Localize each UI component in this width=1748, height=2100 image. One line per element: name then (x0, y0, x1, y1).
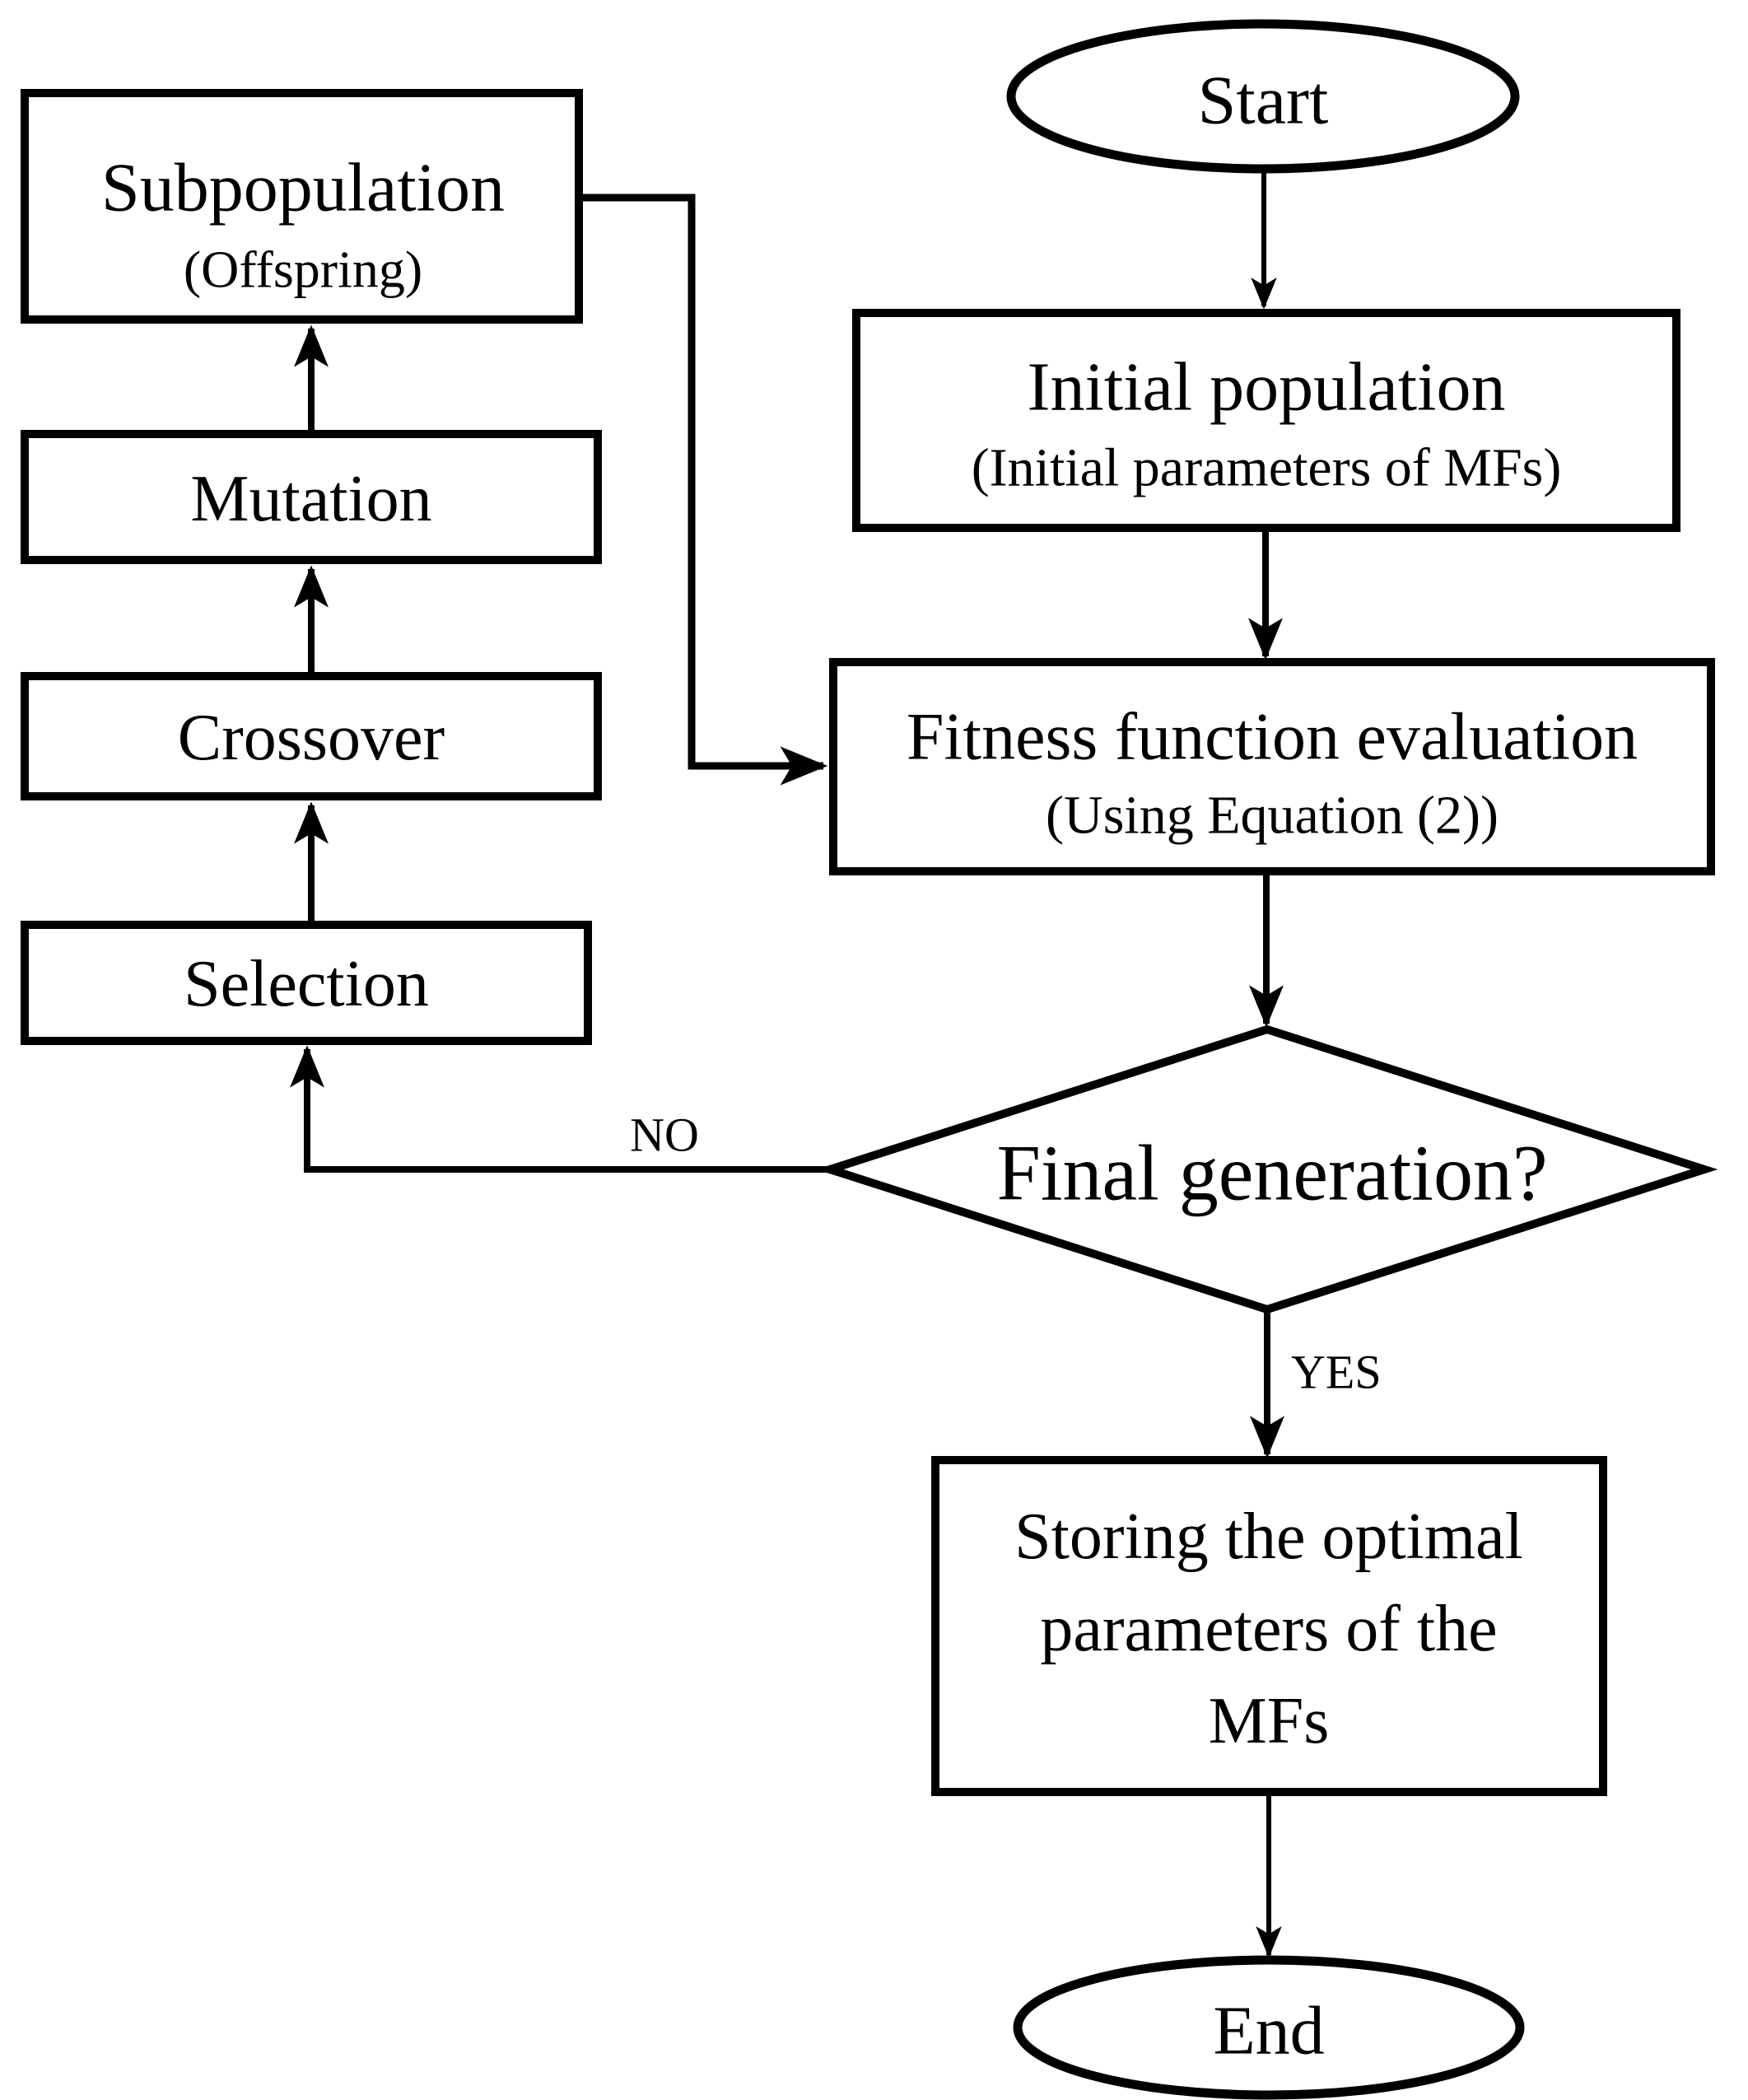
subpopulation-box (21, 89, 583, 324)
storing-line-3: MFs (1209, 1685, 1330, 1757)
node-mutation: Mutation (21, 430, 602, 564)
start-ellipse (1006, 19, 1520, 174)
node-final-generation-decision: Final generation? (816, 1024, 1718, 1314)
decision-diamond (816, 1024, 1718, 1314)
end-ellipse (1013, 1955, 1525, 2100)
mutation-label: Mutation (190, 463, 431, 535)
edge-subpopulation-to-fitness (579, 194, 828, 786)
node-selection: Selection (21, 921, 592, 1045)
end-label: End (1213, 1993, 1324, 2070)
selection-label: Selection (184, 948, 429, 1020)
edge-decision-no-to-selection (290, 1045, 830, 1173)
initial-population-box (852, 309, 1680, 532)
initial-population-title: Initial population (1028, 349, 1506, 426)
initial-population-subtitle: (Initial parameters of MFs) (972, 438, 1562, 498)
crossover-label: Crossover (178, 702, 445, 774)
edge-label-yes: YES (1291, 1346, 1382, 1399)
node-storing-optimal: Storing the optimal parameters of the MF… (931, 1456, 1607, 1796)
start-label: Start (1198, 63, 1329, 139)
node-subpopulation: Subpopulation (Offspring) (21, 89, 583, 324)
fitness-evaluation-title: Fitness function evaluation (907, 699, 1638, 774)
node-fitness-evaluation: Fitness function evaluation (Using Equat… (829, 658, 1715, 875)
node-initial-population: Initial population (Initial parameters o… (852, 309, 1680, 532)
edge-label-no: NO (630, 1108, 699, 1162)
node-start: Start (1006, 19, 1520, 174)
fitness-evaluation-subtitle: (Using Equation (2)) (1046, 786, 1499, 846)
node-crossover: Crossover (21, 672, 602, 800)
storing-box (931, 1456, 1607, 1796)
mutation-box (21, 430, 602, 564)
selection-box (21, 921, 592, 1045)
node-end: End (1013, 1955, 1525, 2100)
subpopulation-title: Subpopulation (101, 150, 505, 226)
storing-line-1: Storing the optimal (1014, 1500, 1523, 1573)
fitness-evaluation-box (829, 658, 1715, 875)
final-generation-label: Final generation? (996, 1129, 1547, 1217)
crossover-box (21, 672, 602, 800)
storing-line-2: parameters of the (1040, 1593, 1497, 1665)
subpopulation-subtitle: (Offspring) (184, 240, 422, 299)
